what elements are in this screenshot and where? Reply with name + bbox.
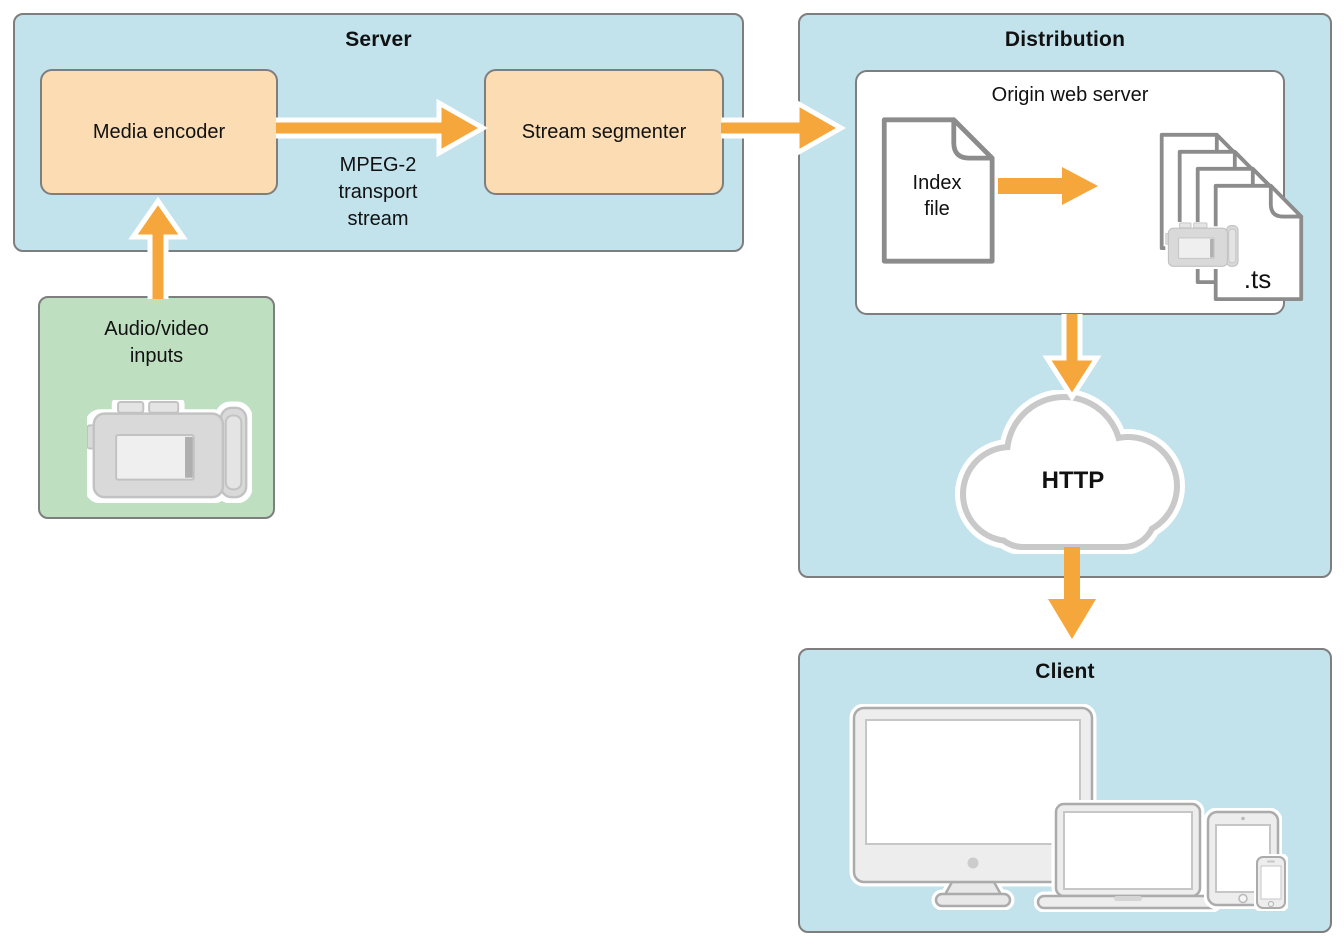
distribution-panel: Distribution Origin web server Index fil…	[798, 13, 1332, 578]
server-panel: Server Media encoder Stream segmenter	[13, 13, 744, 252]
distribution-title: Distribution	[1004, 28, 1126, 51]
stream-segmenter-box: Stream segmenter	[484, 69, 724, 195]
origin-web-server-title: Origin web server	[991, 84, 1149, 106]
stream-segmenter-label: Stream segmenter	[521, 120, 687, 143]
iphone-home-button	[1267, 900, 1275, 908]
arrow-index-to-segments	[998, 167, 1098, 205]
http-label: HTTP	[1041, 467, 1105, 494]
apple-logo-icon	[967, 857, 979, 869]
client-panel: Client	[798, 648, 1332, 933]
iphone-speaker	[1267, 860, 1275, 863]
macbook-icon	[1034, 800, 1222, 912]
client-title: Client	[1035, 660, 1095, 683]
imac-icon	[849, 704, 1097, 910]
mpeg2-transport-stream-label: MPEG-2 transport stream	[338, 154, 418, 230]
ts-camcorder-icon	[1165, 222, 1241, 269]
http-cloud-icon	[955, 390, 1185, 554]
iphone-icon	[1254, 854, 1288, 911]
server-title: Server	[345, 28, 412, 51]
audio-video-inputs-box: Audio/video inputs	[38, 296, 275, 519]
media-encoder-label: Media encoder	[92, 120, 226, 143]
index-file-label: Index file	[912, 172, 962, 220]
arrow-http-to-client	[1048, 547, 1096, 639]
arrow-inputs-to-encoder	[128, 196, 188, 299]
ipad-camera-dot	[1241, 816, 1245, 821]
audio-video-inputs-label: Audio/video inputs	[104, 318, 209, 367]
arrow-origin-to-http	[1042, 314, 1102, 402]
arrow-segmenter-to-distribution	[721, 98, 847, 158]
ipad-home-button	[1238, 893, 1248, 904]
arrow-encoder-to-segmenter	[276, 98, 489, 158]
media-encoder-box: Media encoder	[40, 69, 278, 195]
camcorder-icon	[87, 400, 252, 503]
ts-extension-label: .ts	[1243, 264, 1272, 294]
